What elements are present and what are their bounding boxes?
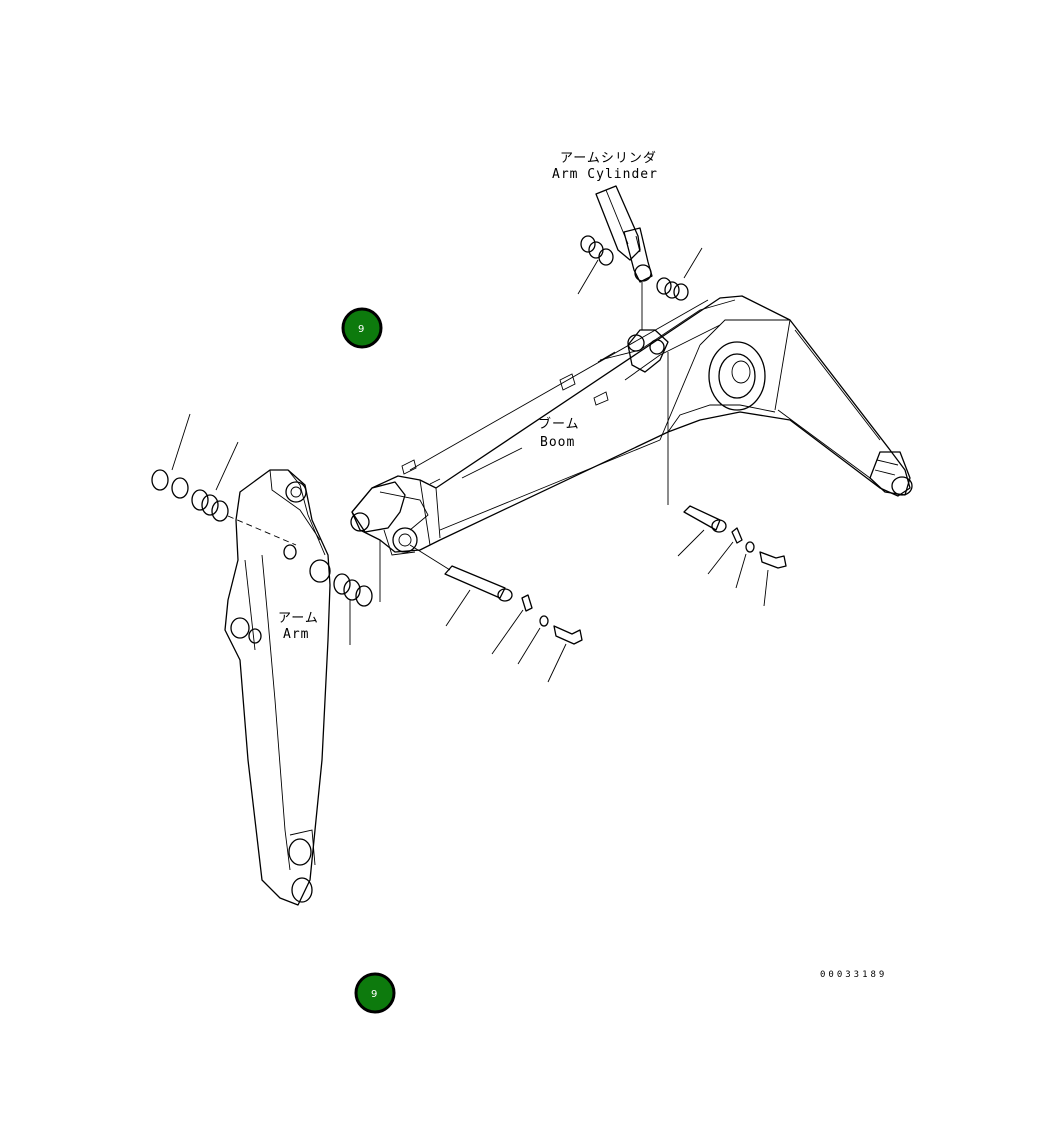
arm-cylinder-label-en: Arm Cylinder	[552, 167, 658, 182]
badge-circle-top[interactable]	[341, 307, 383, 349]
badge-circle-bottom[interactable]	[354, 972, 396, 1014]
boom-label-en: Boom	[540, 435, 575, 450]
pins-bolts-drawing	[409, 505, 787, 683]
badge-number-top: 9	[358, 324, 364, 335]
boom-label-jp: ブーム	[538, 416, 580, 432]
arm-drawing	[151, 413, 381, 906]
arm-cylinder-label-jp: アームシリンダ	[560, 151, 657, 166]
arm-cylinder-drawing	[577, 185, 703, 505]
boom-drawing	[350, 295, 913, 556]
drawing-code: 00033189	[820, 970, 887, 980]
callout-badge-bottom[interactable]: 9	[354, 972, 396, 1014]
callout-badge-top[interactable]: 9	[341, 307, 383, 349]
arm-label-jp: アーム	[278, 611, 319, 626]
arm-label-en: Arm	[283, 627, 309, 642]
badge-number-bottom: 9	[371, 989, 377, 1000]
